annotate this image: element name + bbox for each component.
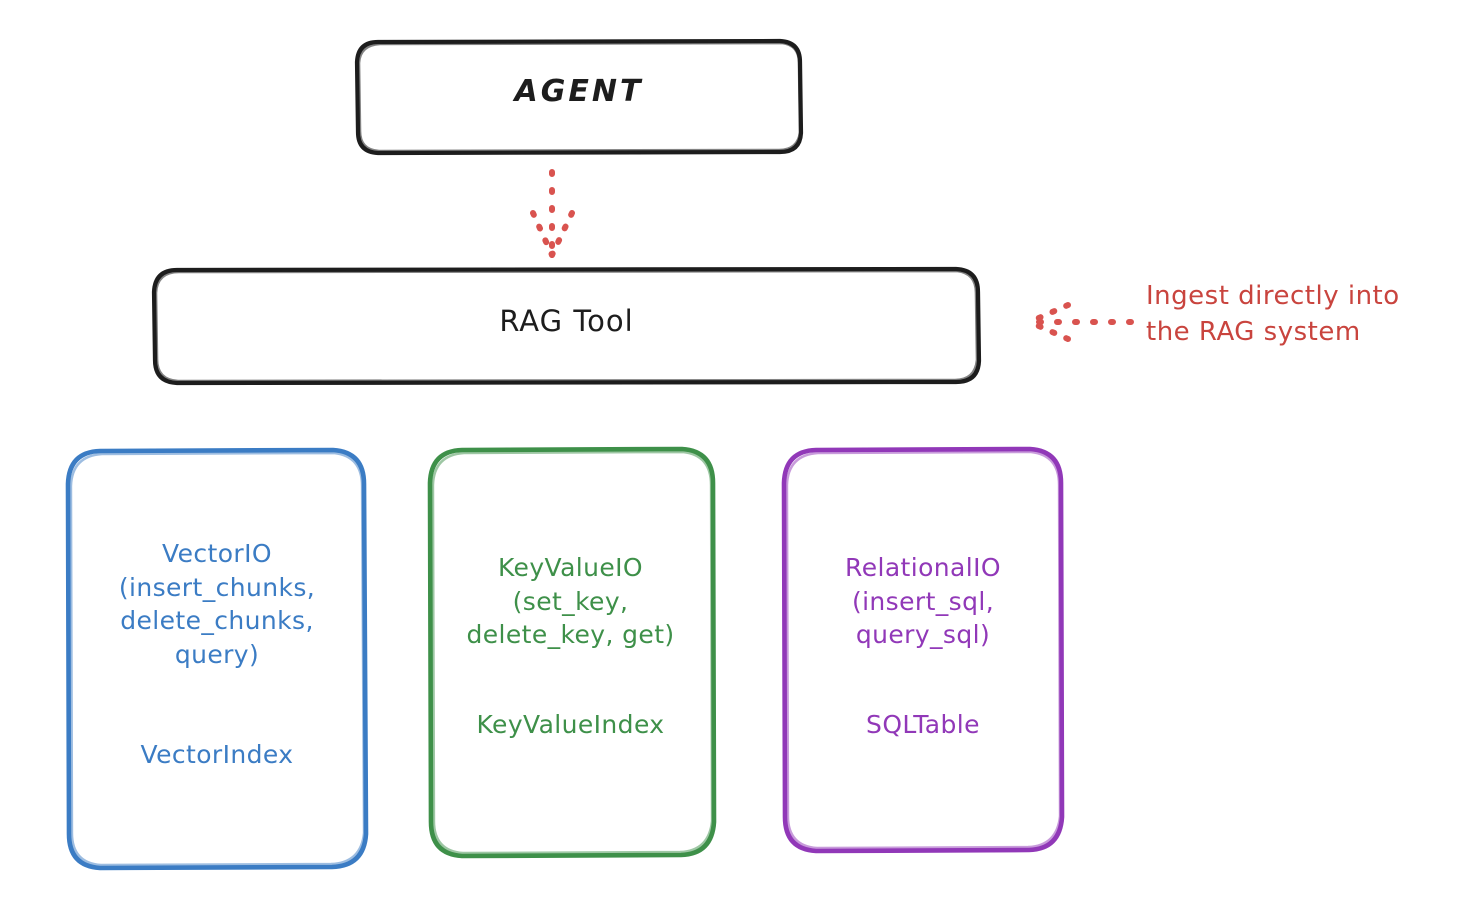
keyvalue-store-index-label: KeyValueIndex [476, 710, 665, 739]
relational-store-box-outline [781, 446, 1065, 854]
annotation-to-rag-tool-arrow [1029, 302, 1134, 342]
annotation-arrow-head-top [1029, 302, 1071, 324]
rag-tool-box-outline [151, 266, 982, 386]
vector-store-index-label: VectorIndex [140, 740, 294, 769]
rag-tool-label: RAG Tool [499, 304, 634, 338]
keyvalue-store-box-outline [427, 446, 717, 859]
rag-tool-box-outline-jitter [154, 269, 979, 383]
vector-store-box-outline-jitter [69, 451, 366, 867]
relational-store-node[interactable] [781, 446, 1065, 854]
annotation-arrow-head-bottom [1029, 320, 1071, 342]
vector-store-api-label: VectorIO (insert_chunks, delete_chunks, … [118, 539, 316, 669]
ingest-annotation-label: Ingest directly into the RAG system [1146, 281, 1400, 347]
keyvalue-store-node[interactable] [427, 446, 717, 859]
relational-store-index-label: SQLTable [866, 710, 980, 739]
agent-box-outline-jitter [357, 41, 802, 153]
agent-arrow-head-left [530, 210, 555, 258]
keyvalue-store-box-outline-jitter [431, 450, 714, 855]
agent-node[interactable] [354, 38, 804, 156]
relational-store-box-outline-jitter [785, 450, 1062, 850]
agent-arrow-head-right [549, 210, 575, 258]
agent-box-outline [354, 38, 804, 156]
vector-store-box-outline [65, 447, 369, 871]
rag-tool-node[interactable] [151, 266, 982, 386]
keyvalue-store-api-label: KeyValueIO (set_key, delete_key, get) [466, 553, 675, 649]
vector-store-node[interactable] [65, 447, 369, 871]
relational-store-api-label: RelationalIO (insert_sql, query_sql) [845, 553, 1001, 649]
agent-label: AGENT [514, 74, 644, 109]
agent-to-rag-tool-arrow [530, 169, 575, 259]
